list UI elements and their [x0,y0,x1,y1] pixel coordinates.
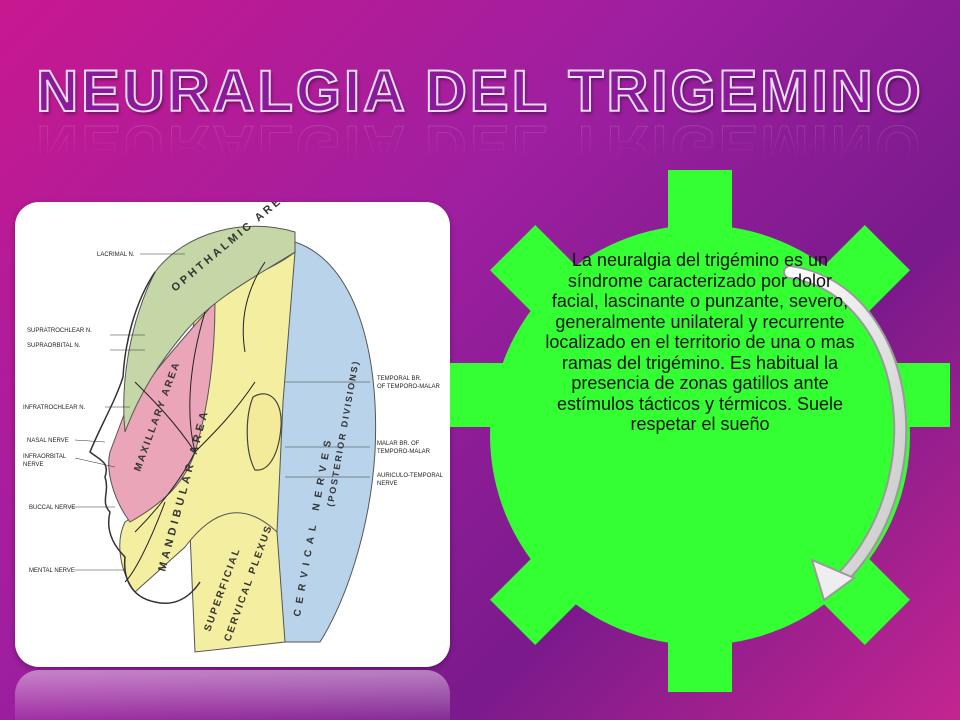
gear-description-text: La neuralgia del trigémino es un síndrom… [545,250,855,434]
face-profile [89,271,201,604]
infraorbital-label: INFRAORBITAL [23,454,67,460]
lacrimal-label: LACRIMAL N. [97,252,135,258]
auriculo-label: AURICULO-TEMPORAL [377,473,444,479]
trigeminal-diagram: LACRIMAL N. SUPRATROCHLEAR N. SUPRAORBIT… [15,202,450,667]
gear-body [450,170,950,692]
malar-br-label-2: TEMPORO-MALAR [377,449,431,455]
supratrochlear-label: SUPRATROCHLEAR N. [27,328,92,334]
curved-arrow-icon [783,265,908,602]
ear [246,393,282,471]
malar-br-label: MALAR BR. OF [377,441,420,447]
nasal-label: NASAL NERVE [27,438,69,444]
gear-shape [450,170,950,692]
auriculo-label-2: NERVE [377,481,398,487]
nerve-branches [124,261,266,583]
slide-title: NEURALGIA DEL TRIGEMINO [35,58,924,125]
buccal-label: BUCCAL NERVE [29,505,75,511]
temporal-br-label: TEMPORAL BR. [377,376,422,382]
infraorbital-label-2: NERVE [23,462,44,468]
mental-label: MENTAL NERVE [29,568,75,574]
image-reflection [15,670,450,720]
label-leaders [70,253,370,571]
supraorbital-label: SUPRAORBITAL N. [27,343,81,349]
infratrochlear-label: INFRATROCHLEAR N. [23,405,86,411]
head-illustration: LACRIMAL N. SUPRATROCHLEAR N. SUPRAORBIT… [23,202,444,653]
temporal-br-label-2: OF TEMPORO-MALAR [377,384,441,390]
ophthalmic-area [123,225,296,433]
maxillary-area [108,300,216,523]
cervical-nerves-area [269,241,377,643]
